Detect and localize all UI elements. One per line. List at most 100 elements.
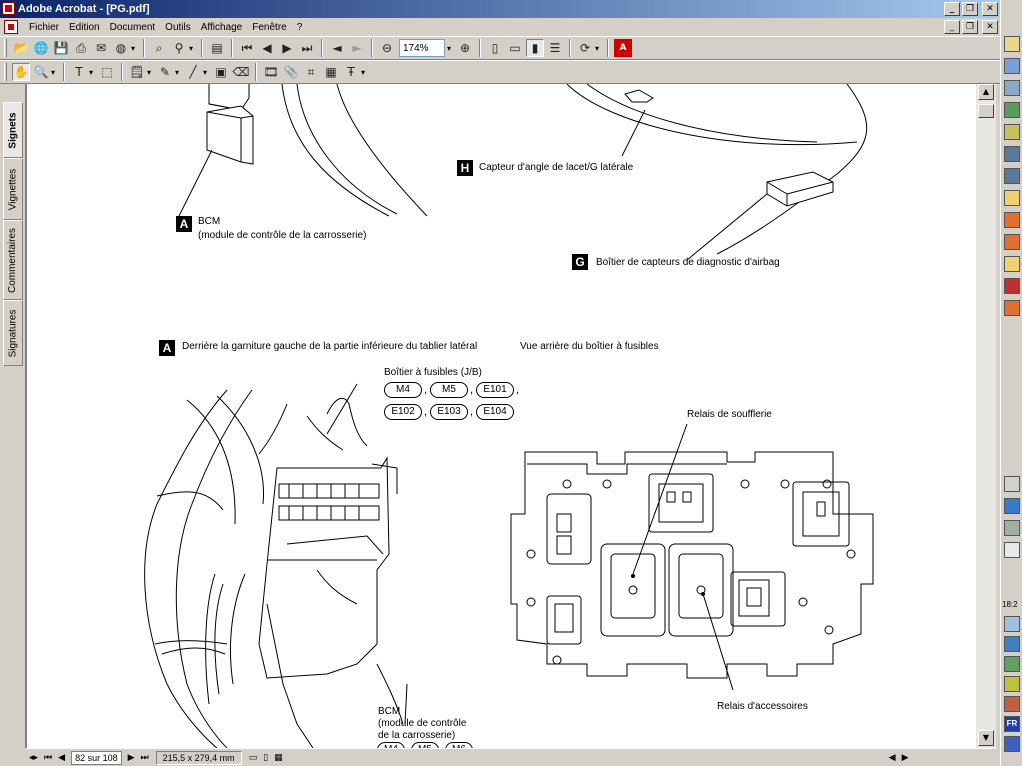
line-tool-icon[interactable]: ╱ <box>189 65 197 79</box>
acrobat-icon[interactable] <box>1004 278 1020 294</box>
toolbar-grip[interactable] <box>4 63 7 81</box>
chevron-down-icon[interactable]: ▾ <box>51 67 56 77</box>
zoom-in-icon[interactable]: ⊕ <box>459 41 471 55</box>
zoom-out-icon[interactable]: ⊖ <box>381 41 393 55</box>
fit-width-icon[interactable]: ▮ <box>526 39 544 57</box>
tray-icon[interactable] <box>1004 656 1020 672</box>
scroll-left-icon[interactable]: ◀ <box>888 752 896 763</box>
notepad-icon[interactable] <box>1004 124 1020 140</box>
text-select-icon[interactable]: T <box>75 65 83 79</box>
adobe-online-icon[interactable]: A <box>614 39 632 57</box>
scroll-down-icon[interactable]: ▼ <box>978 730 994 746</box>
fit-page-icon[interactable]: ▭ <box>509 41 521 55</box>
note-tool-icon[interactable]: 🗒 <box>129 65 145 79</box>
tray-icon[interactable] <box>1004 676 1020 692</box>
network-icon[interactable] <box>1004 146 1020 162</box>
scroll-up-icon[interactable]: ▲ <box>978 84 994 100</box>
open-web-icon[interactable]: 🌐 <box>33 41 49 55</box>
last-page-icon[interactable]: ⏭ <box>301 40 313 55</box>
folder-icon[interactable] <box>1004 190 1020 206</box>
scroll-right-icon[interactable]: ▶ <box>901 752 909 763</box>
eraser-tool-icon[interactable]: ⌫ <box>232 65 250 79</box>
find-icon[interactable]: ⌕ <box>155 40 163 55</box>
facing-icon[interactable]: ▦ <box>274 752 283 763</box>
chevron-down-icon[interactable]: ▾ <box>89 67 94 77</box>
tray-icon[interactable] <box>1004 616 1020 632</box>
web-capture-icon[interactable]: ◍ <box>115 41 127 55</box>
document-icon[interactable] <box>1004 542 1020 558</box>
zoom-tool-icon[interactable]: 🔍 <box>33 65 49 79</box>
stamp-tool-icon[interactable]: ▣ <box>215 65 227 79</box>
menu-fenetre[interactable]: Fenêtre <box>252 21 287 33</box>
network-icon[interactable] <box>1004 168 1020 184</box>
network-icon[interactable] <box>1004 520 1020 536</box>
zoom-input[interactable] <box>399 39 445 57</box>
tab-vignettes[interactable]: Vignettes <box>3 158 23 220</box>
firefox-icon[interactable] <box>1004 234 1020 250</box>
doc-restore-button[interactable]: ❐ <box>962 20 978 34</box>
menu-affichage[interactable]: Affichage <box>200 21 243 33</box>
hand-tool-icon[interactable]: ✋ <box>12 63 30 81</box>
menu-document[interactable]: Document <box>109 21 156 33</box>
tray-icon[interactable] <box>1004 696 1020 712</box>
restore-button[interactable]: ❐ <box>962 2 978 16</box>
scroll-thumb[interactable] <box>978 104 994 118</box>
vertical-scrollbar[interactable]: ▲ ▼ <box>976 84 996 748</box>
toolbar-grip[interactable] <box>4 39 7 57</box>
prev-page-icon[interactable]: ◀ <box>58 752 66 763</box>
ie-icon[interactable] <box>1004 498 1020 514</box>
document-icon[interactable] <box>4 20 18 34</box>
split-handle-icon[interactable]: ◂▸ <box>29 752 39 763</box>
chevron-down-icon[interactable]: ▾ <box>189 43 194 53</box>
page-number-field[interactable]: 82 sur 108 <box>71 750 122 765</box>
firefox-icon[interactable] <box>1004 212 1020 228</box>
movie-tool-icon[interactable]: 🎞 <box>263 65 279 79</box>
continuous-icon[interactable]: ▯ <box>263 752 269 763</box>
language-indicator[interactable]: FR <box>1004 716 1020 732</box>
reflow-icon[interactable]: ☰ <box>549 41 561 55</box>
doc-close-button[interactable]: ✕ <box>982 20 998 34</box>
search-icon[interactable]: ⚲ <box>174 41 184 55</box>
attach-tool-icon[interactable]: 📎 <box>283 65 299 79</box>
tray-icon[interactable] <box>1004 636 1020 652</box>
pencil-tool-icon[interactable]: ✎ <box>159 65 171 79</box>
acrobat-app-icon[interactable] <box>2 2 15 15</box>
last-page-icon[interactable]: ⏭ <box>140 752 149 763</box>
next-page-icon[interactable]: ▶ <box>282 41 292 55</box>
touchup-text-icon[interactable]: Ŧ <box>347 65 355 79</box>
menu-fichier[interactable]: Fichier <box>29 21 60 33</box>
actual-size-icon[interactable]: ▯ <box>491 41 499 55</box>
chevron-down-icon[interactable]: ▾ <box>175 67 180 77</box>
tab-signatures[interactable]: Signatures <box>3 300 23 366</box>
tray-icon[interactable] <box>1004 736 1020 752</box>
chevron-down-icon[interactable]: ▾ <box>203 67 208 77</box>
doc-minimize-button[interactable]: _ <box>944 20 960 34</box>
folder-icon[interactable] <box>1004 36 1020 52</box>
crop-tool-icon[interactable]: ⌗ <box>307 64 315 79</box>
explorer-icon[interactable] <box>1004 58 1020 74</box>
back-icon[interactable]: ◄ <box>332 41 342 55</box>
open-icon[interactable]: 📂 <box>13 41 29 55</box>
close-button[interactable]: ✕ <box>982 2 998 16</box>
email-icon[interactable]: ✉ <box>95 41 107 55</box>
form-tool-icon[interactable]: ▦ <box>325 65 337 79</box>
save-icon[interactable]: 💾 <box>53 41 69 55</box>
single-page-icon[interactable]: ▭ <box>248 752 258 763</box>
chevron-down-icon[interactable]: ▾ <box>595 43 600 53</box>
excel-icon[interactable] <box>1004 102 1020 118</box>
chevron-down-icon[interactable]: ▾ <box>361 67 366 77</box>
menu-help[interactable]: ? <box>296 21 303 33</box>
bookmarks-panel-icon[interactable]: ▤ <box>211 41 223 55</box>
tab-commentaires[interactable]: Commentaires <box>3 220 23 300</box>
folder-icon[interactable] <box>1004 256 1020 272</box>
prev-page-icon[interactable]: ◀ <box>262 41 272 55</box>
forward-icon[interactable]: ► <box>352 41 362 55</box>
minimize-button[interactable]: _ <box>944 2 960 16</box>
computer-icon[interactable] <box>1004 80 1020 96</box>
tab-signets[interactable]: Signets <box>3 102 23 158</box>
menu-edition[interactable]: Edition <box>69 21 100 33</box>
chevron-down-icon[interactable]: ▾ <box>447 43 452 53</box>
first-page-icon[interactable]: ⏮ <box>241 40 253 55</box>
search-icon[interactable] <box>1004 476 1020 492</box>
graphics-select-icon[interactable]: ⬚ <box>101 65 113 79</box>
